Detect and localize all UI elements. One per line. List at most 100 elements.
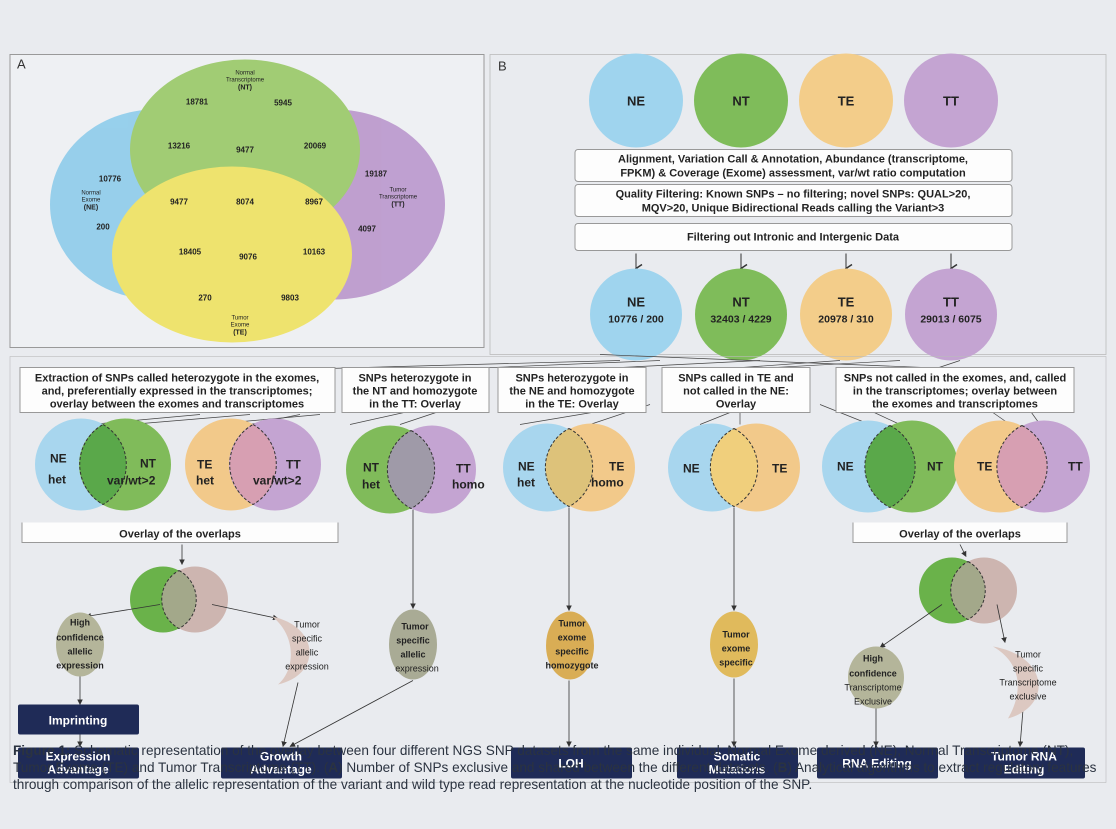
outcome-tumor-rna-editing	[964, 747, 1085, 779]
svg-text:NE: NE	[837, 460, 854, 474]
circle-tt-filtered	[905, 268, 997, 361]
svg-text:NT: NT	[140, 457, 157, 471]
count: 4097	[358, 225, 376, 234]
circle-count: 20978 / 310	[818, 314, 874, 326]
figure-caption: Figure 1: Schematic representation of th…	[13, 742, 1103, 793]
venn-ne-te-somatic: NE TE	[668, 423, 800, 512]
outcome-expression-advantage	[18, 747, 139, 779]
circle-label: NE	[627, 295, 645, 310]
step-box	[574, 184, 1013, 217]
count: 8074	[236, 198, 254, 207]
circle-label: NT	[732, 94, 749, 109]
svg-text:TE: TE	[977, 460, 992, 474]
count: 9076	[239, 253, 257, 262]
step-text: Alignment, Variation Call & Annotation, …	[618, 154, 968, 180]
circle-te-filtered	[800, 268, 892, 361]
circle-label: TT	[943, 295, 959, 310]
four-set-venn	[50, 59, 445, 343]
analysis-box-1	[19, 367, 336, 413]
outcome-imprinting	[18, 704, 139, 735]
analysis-box-3	[497, 367, 647, 413]
caption-text: ) Analytical algorithms to extract regul…	[13, 760, 1097, 792]
circle-count: 29013 / 6075	[920, 314, 981, 326]
count: 10163	[303, 248, 326, 257]
svg-text:TE: TE	[197, 458, 212, 472]
svg-text:het: het	[48, 473, 66, 487]
lower-arrows	[77, 507, 1024, 748]
circle-ne-filtered	[590, 268, 682, 361]
caption-text: Schematic representation of the overlay …	[13, 743, 1074, 775]
count: 270	[198, 294, 212, 303]
oval-tumor-specific-allelic	[389, 609, 437, 680]
count: 18781	[186, 98, 209, 107]
analysis-box-5	[835, 367, 1075, 413]
step-arrows	[636, 253, 951, 269]
analysis-box-2	[341, 367, 490, 413]
overlay-labels: Overlay of the overlaps Overlay of the o…	[21, 522, 1068, 543]
circle-ne	[589, 53, 683, 148]
analysis-area: Extraction of SNPs called heterozygote i…	[9, 354, 1107, 783]
analysis-box-4	[661, 367, 811, 413]
venn-counts: 18781 5945 10776 13216 9477 20069 19187 …	[96, 98, 387, 303]
overlay-label-left: Overlay of the overlaps	[119, 529, 241, 541]
circle-nt	[694, 53, 788, 148]
circle-te	[799, 53, 893, 148]
analysis-text-5: SNPs not called in the exomes, and, call…	[844, 373, 1067, 411]
svg-text:TT: TT	[1068, 460, 1083, 474]
count: 9803	[281, 294, 299, 303]
overlay-label-right: Overlay of the overlaps	[899, 529, 1021, 541]
step-box	[574, 149, 1013, 182]
svg-text:NE: NE	[518, 460, 535, 474]
svg-text:het: het	[362, 478, 380, 492]
circle-count: 32403 / 4229	[710, 314, 771, 326]
overlay-venn-right	[919, 557, 1017, 624]
count: 20069	[304, 142, 327, 151]
svg-text:homo: homo	[452, 478, 485, 492]
count: 200	[96, 223, 110, 232]
top-circles: NE NT TE TT	[589, 53, 998, 148]
svg-text:LOH: LOH	[558, 757, 583, 771]
svg-text:NE: NE	[50, 452, 67, 466]
svg-text:TE: TE	[772, 462, 787, 476]
caption-bold-b: B	[777, 760, 788, 775]
svg-text:homo: homo	[591, 476, 624, 490]
oval-tumor-exome-specific	[710, 611, 758, 678]
outcome-loh	[511, 747, 632, 779]
panel-a-letter: A	[17, 57, 26, 72]
circle-count: 10776 / 200	[608, 314, 664, 326]
circle-nt-filtered	[695, 268, 787, 361]
count: 10776	[99, 175, 122, 184]
circle-label: TE	[838, 94, 855, 109]
oval-tumor-exome-homozygote	[546, 611, 594, 680]
svg-text:var/wt>2: var/wt>2	[107, 474, 156, 488]
venn-ne-nt-rna: NE NT	[822, 420, 958, 513]
oval-high-conf-transcriptome	[848, 646, 904, 709]
svg-text:het: het	[196, 474, 214, 488]
svg-text:var/wt>2: var/wt>2	[253, 474, 302, 488]
svg-text:NE: NE	[683, 462, 700, 476]
step-text: Filtering out Intronic and Intergenic Da…	[687, 232, 900, 244]
svg-text:TE: TE	[609, 460, 624, 474]
svg-text:TT: TT	[456, 462, 471, 476]
venn-ne-nt: NE het NT var/wt>2	[35, 418, 171, 511]
panel-b-frame	[489, 54, 1107, 355]
count: 9477	[170, 198, 188, 207]
count: 5945	[274, 99, 292, 108]
count: 13216	[168, 142, 191, 151]
